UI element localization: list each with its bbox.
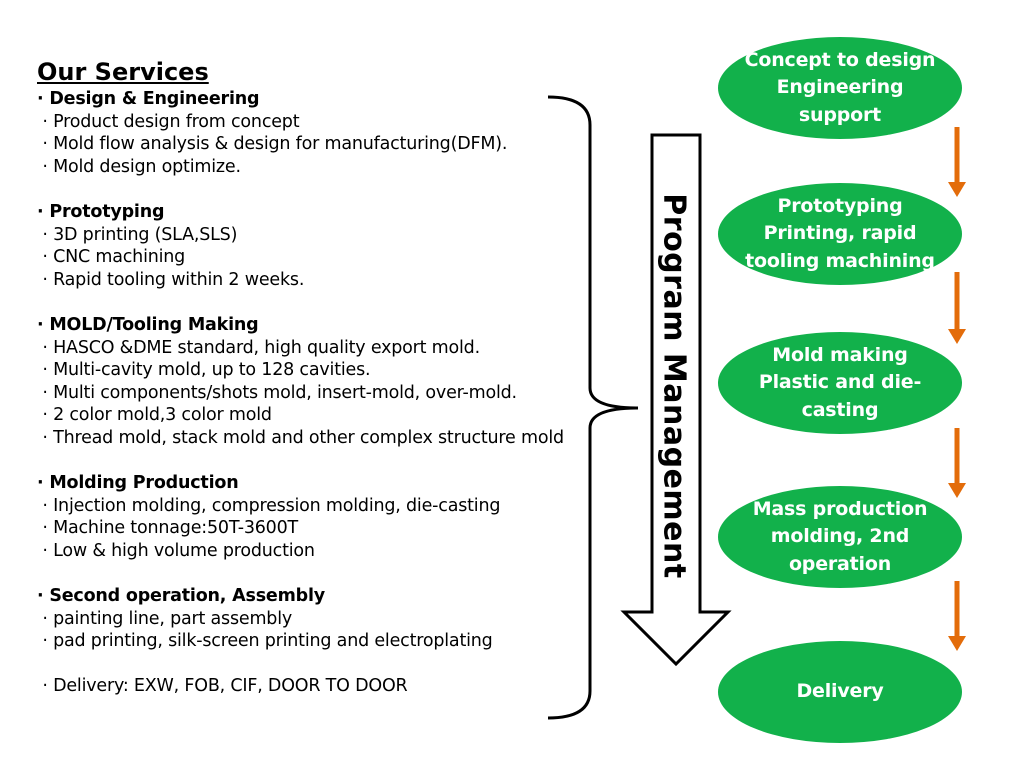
service-item: · Multi components/shots mold, insert-mo… <box>37 382 517 403</box>
service-section: · Second operation, Assembly · painting … <box>37 585 597 653</box>
flow-down-arrow <box>948 127 966 197</box>
service-section: · Design & Engineering · Product design … <box>37 88 597 178</box>
service-item: · Mold flow analysis & design for manufa… <box>37 134 508 155</box>
flow-node-label-line: Mold making <box>772 343 908 366</box>
flow-node-label: Mass production molding, 2nd operation <box>720 487 960 587</box>
service-item: · pad printing, silk-screen printing and… <box>37 631 493 652</box>
flow-node-label-line: Printing, rapid <box>763 222 917 245</box>
flow-node-label-line: Engineering <box>776 76 904 99</box>
service-item: · Thread mold, stack mold and other comp… <box>37 427 564 448</box>
service-section-heading: · Design & Engineering <box>37 89 260 109</box>
flow-node-label-line: Mass production <box>752 497 928 520</box>
flow-nodes <box>718 37 962 743</box>
service-item: · HASCO &DME standard, high quality expo… <box>37 337 480 358</box>
service-item: · Delivery: EXW, FOB, CIF, DOOR TO DOOR <box>37 676 408 697</box>
flow-node-label-line: Concept to design <box>744 48 936 71</box>
service-section: · Molding Production · Injection molding… <box>37 472 597 562</box>
flow-node-ellipse <box>718 183 962 285</box>
service-item: · 3D printing (SLA,SLS) <box>37 224 238 245</box>
flow-node-ellipse <box>718 486 962 588</box>
flow-node-label-line: Delivery <box>796 680 884 703</box>
service-item: · Mold design optimize. <box>37 156 241 177</box>
flow-node-label-line: molding, 2nd <box>770 525 910 548</box>
flow-node-ellipse <box>718 332 962 434</box>
flow-node-label-line: support <box>798 103 882 126</box>
service-item: · Multi-cavity mold, up to 128 cavities. <box>37 360 371 381</box>
flow-node-label-line: Plastic and die- <box>758 371 922 394</box>
service-item: · CNC machining <box>37 247 186 268</box>
flow-down-arrow <box>948 272 966 344</box>
flow-arrows <box>948 127 966 651</box>
flow-node-ellipse <box>718 37 962 139</box>
program-management-arrow <box>620 133 732 667</box>
service-section: · Delivery: EXW, FOB, CIF, DOOR TO DOOR <box>37 675 597 698</box>
service-section: · MOLD/Tooling Making · HASCO &DME stand… <box>37 314 597 450</box>
service-item: · Low & high volume production <box>37 540 315 561</box>
flow-node-label-line: tooling machining <box>745 249 935 272</box>
service-section-heading: · Prototyping <box>37 201 165 222</box>
service-section: · Prototyping · 3D printing (SLA,SLS) · … <box>37 201 597 291</box>
flow-node-label-line: Prototyping <box>777 194 903 217</box>
services-sections: · Design & Engineering · Product design … <box>37 88 597 698</box>
flow-node-label-line: operation <box>788 552 892 575</box>
service-section-heading: · MOLD/Tooling Making <box>37 314 259 335</box>
service-item: · painting line, part assembly <box>37 608 293 629</box>
curly-brace <box>547 95 639 720</box>
service-item: · 2 color mold,3 color mold <box>37 405 272 426</box>
program-management-label: Program Management <box>656 193 692 579</box>
service-section-heading: · Molding Production <box>37 473 239 494</box>
service-section-heading: · Second operation, Assembly <box>37 586 325 607</box>
service-item: · Product design from concept <box>37 111 300 132</box>
flow-down-arrow <box>948 428 966 498</box>
service-item: · Machine tonnage:50T-3600T <box>37 518 299 539</box>
services-title: Our Services <box>37 58 209 86</box>
flow-down-arrow <box>948 581 966 651</box>
service-item: · Rapid tooling within 2 weeks. <box>37 269 305 290</box>
service-item: · Injection molding, compression molding… <box>37 495 501 516</box>
flow-node-ellipse <box>718 641 962 743</box>
services-list: Our Services · Design & Engineering · Pr… <box>37 58 597 721</box>
flow-node-label-line: casting <box>801 398 879 421</box>
flow-node-label: Delivery <box>720 642 960 742</box>
